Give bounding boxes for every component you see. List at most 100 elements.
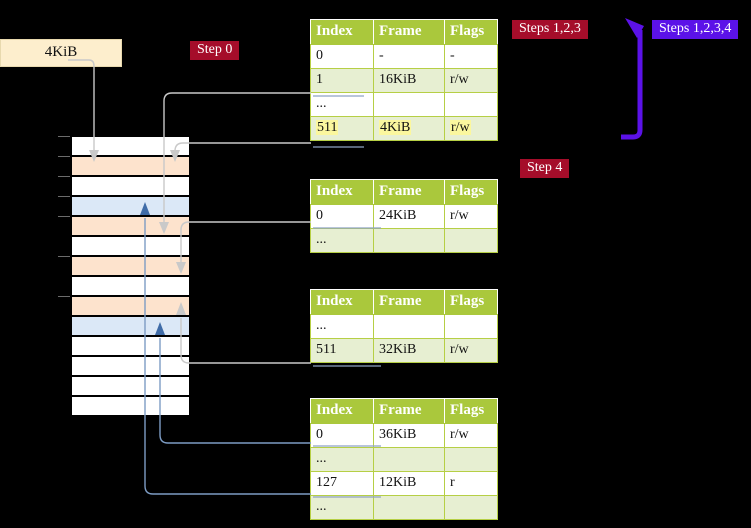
table-row[interactable]: ... [310,314,498,339]
cell-frame: 16KiB [373,68,445,93]
memory-tick-0 [58,136,70,137]
cell-frame: 32KiB [373,338,445,363]
cell-frame: - [373,44,445,69]
cell-index: ... [310,447,374,472]
memory-frame-slot-7 [71,276,190,296]
cell-index: ... [310,228,374,253]
cell-flags: r/w [444,116,498,141]
column-header-index: Index [310,289,374,315]
highlighted-value: 511 [316,120,339,135]
badge-step-0: Step 0 [190,41,240,60]
wire-pml4-4kib [174,142,311,152]
column-header-index: Index [310,179,374,205]
badge-steps-1-2-3: Steps 1,2,3 [512,20,588,39]
cell-frame [373,447,445,472]
memory-tick-4 [58,216,70,217]
cell-index: 1 [310,68,374,93]
cell-index: 511 [310,116,374,141]
cell-index: 127 [310,471,374,496]
table-row[interactable]: 511 4KiB r/w [310,116,498,141]
memory-frame-slot-5 [71,236,190,256]
wire-steps-loop-arrowhead [625,18,644,38]
memory-frame-slot-6 [71,256,190,276]
badge-step-4: Step 4 [520,159,570,178]
column-header-index: Index [310,19,374,45]
cell-frame: 36KiB [373,423,445,448]
cell-index: 0 [310,44,374,69]
cell-flags: r [444,471,498,496]
cell-flags: r/w [444,338,498,363]
cell-flags: - [444,44,498,69]
cell-index: 0 [310,423,374,448]
column-header-index: Index [310,398,374,424]
cell-index: ... [310,92,374,117]
column-header-frame: Frame [373,289,445,315]
memory-frame-slot-12 [71,376,190,396]
cell-flags [444,228,498,253]
memory-frame-slot-3 [71,196,190,216]
memory-frame-slot-0 [71,136,190,156]
cell-index: 511 [310,338,374,363]
memory-tick-1 [58,156,70,157]
cell-index: ... [310,495,374,520]
memory-frame-slot-9 [71,316,190,336]
column-header-flags: Flags [444,19,498,45]
cell-flags: r/w [444,68,498,93]
memory-size-label: 4KiB [44,44,78,60]
memory-tick-2 [58,176,70,177]
cell-frame [373,314,445,339]
column-header-frame: Frame [373,19,445,45]
memory-frame-slot-10 [71,336,190,356]
cell-index: ... [310,314,374,339]
cell-flags: r/w [444,423,498,448]
physical-memory-column [58,136,190,416]
memory-frame-slot-2 [71,176,190,196]
cell-flags [444,447,498,472]
column-header-flags: Flags [444,289,498,315]
memory-frame-slot-1 [71,156,190,176]
memory-frame-slot-8 [71,296,190,316]
cell-flags [444,92,498,117]
wire-steps-loop [621,30,643,140]
highlighted-value: 4KiB [379,120,412,135]
cell-flags [444,314,498,339]
column-header-frame: Frame [373,398,445,424]
wire-pd-32kib [180,318,311,364]
cell-frame: 4KiB [373,116,445,141]
memory-frame-slot-11 [71,356,190,376]
cell-frame: 12KiB [373,471,445,496]
cell-frame [373,228,445,253]
memory-tick-6 [58,256,70,257]
table-row[interactable]: ... [310,495,498,520]
memory-frame-slot-4 [71,216,190,236]
memory-frame-slot-13 [71,396,190,416]
table-row[interactable]: ... [310,228,498,253]
badge-steps-1-2-3-4: Steps 1,2,3,4 [652,20,739,39]
highlighted-value: r/w [450,120,471,135]
column-header-frame: Frame [373,179,445,205]
cell-frame [373,92,445,117]
memory-size-box: 4KiB [0,39,122,67]
cell-flags: r/w [444,204,498,229]
table-row[interactable]: ... [310,447,498,472]
table-row[interactable]: 0-- [310,44,498,69]
cell-frame [373,495,445,520]
cell-index: 0 [310,204,374,229]
column-header-flags: Flags [444,398,498,424]
table-row[interactable]: ... [310,92,498,117]
memory-tick-3 [58,196,70,197]
column-header-flags: Flags [444,179,498,205]
